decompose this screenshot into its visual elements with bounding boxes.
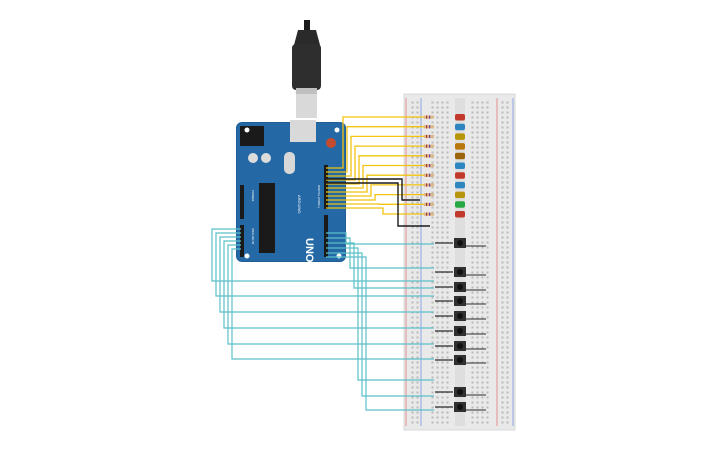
wire-led-signal bbox=[326, 155, 424, 185]
board-brand-text: ARDUINO bbox=[297, 195, 302, 213]
digital-header bbox=[324, 165, 328, 209]
wire-led-signal bbox=[326, 116, 424, 169]
wire-led-signal bbox=[326, 135, 424, 177]
wire-led-signal bbox=[326, 145, 424, 181]
resistor-bank bbox=[424, 115, 434, 216]
breadboard-terminal-right bbox=[469, 100, 491, 426]
led bbox=[455, 172, 465, 179]
wire-button-signal bbox=[326, 252, 434, 397]
wire-button-signal bbox=[326, 242, 434, 289]
wire-led-signal bbox=[326, 207, 424, 215]
breadboard bbox=[403, 93, 516, 431]
power-label: POWER bbox=[251, 190, 255, 202]
digital-header-2 bbox=[324, 215, 328, 257]
digital-label: DIGITAL (PWM~) bbox=[317, 185, 321, 208]
board-logo-text: UNO bbox=[303, 238, 315, 263]
breadboard-rail-left bbox=[409, 100, 419, 426]
wire-button-signal bbox=[219, 236, 434, 313]
wire-ground bbox=[326, 182, 430, 227]
analog-label: ANALOG IN bbox=[251, 228, 255, 244]
arduino-uno-board: UNO ARDUINO DIGITAL (PWM~) ANALOG IN POW… bbox=[236, 120, 346, 263]
led bbox=[455, 201, 465, 208]
led-bank bbox=[455, 114, 465, 218]
led bbox=[455, 123, 465, 131]
crystal bbox=[284, 152, 295, 174]
wire-button-signal bbox=[223, 240, 434, 329]
power-header bbox=[240, 185, 244, 219]
breadboard-rail-right bbox=[500, 100, 510, 426]
usb-port bbox=[290, 120, 316, 142]
led bbox=[455, 133, 465, 140]
pushbutton-bank bbox=[435, 238, 466, 412]
power-jack bbox=[240, 126, 264, 146]
wire-button-signal bbox=[227, 244, 434, 345]
led bbox=[455, 114, 465, 121]
led bbox=[455, 211, 465, 218]
wire-led-signal bbox=[326, 164, 424, 189]
wire-ground bbox=[326, 178, 420, 201]
analog-header bbox=[240, 225, 244, 257]
wire-button-signal bbox=[211, 228, 434, 282]
led bbox=[455, 191, 465, 199]
breadboard-terminal-left bbox=[429, 100, 451, 426]
breadboard-center-channel bbox=[455, 98, 465, 426]
wire-button-signal bbox=[326, 247, 434, 381]
led bbox=[455, 152, 465, 160]
wire-led-signal bbox=[326, 193, 424, 201]
led bbox=[455, 181, 465, 189]
reset-button bbox=[326, 138, 336, 148]
wire-led-signal bbox=[326, 126, 424, 173]
wire-button-signal bbox=[231, 248, 434, 360]
atmega-chip bbox=[259, 183, 275, 253]
wire-button-signal bbox=[215, 232, 434, 297]
wire-bundle bbox=[211, 116, 486, 411]
usb-cable bbox=[292, 20, 321, 118]
led bbox=[455, 143, 465, 150]
wire-button-signal bbox=[326, 256, 434, 411]
led bbox=[455, 162, 465, 169]
